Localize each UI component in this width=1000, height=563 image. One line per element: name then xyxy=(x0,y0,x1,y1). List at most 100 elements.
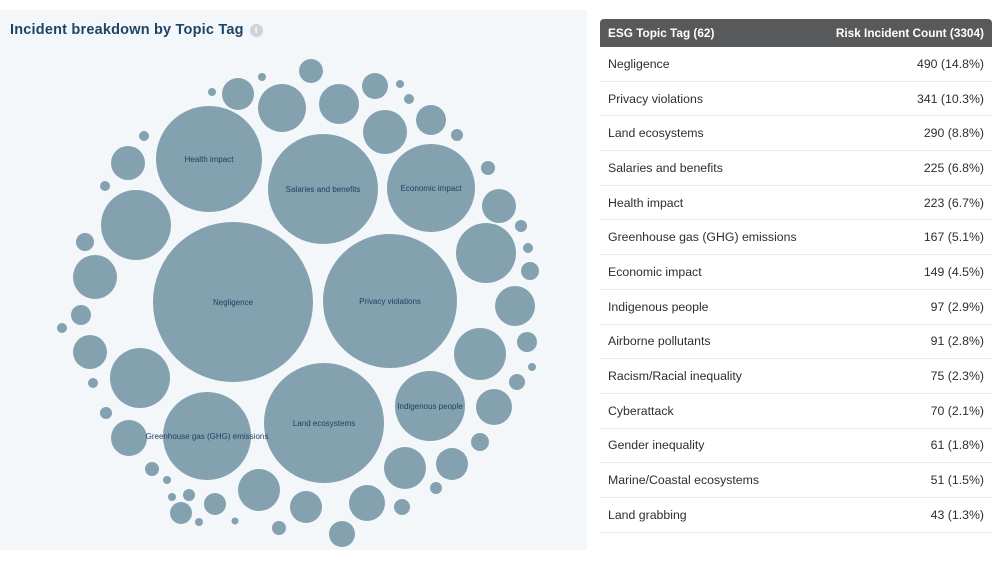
table-row[interactable]: Privacy violations 341 (10.3%) xyxy=(600,81,992,117)
bubble[interactable] xyxy=(170,502,192,524)
bubble[interactable] xyxy=(436,448,468,480)
bubble[interactable] xyxy=(290,491,322,523)
topic-tag-label: Privacy violations xyxy=(608,91,703,106)
bubble[interactable] xyxy=(195,518,203,526)
incident-count-value: 341 (10.3%) xyxy=(917,91,984,106)
bubble[interactable] xyxy=(204,493,226,515)
topic-tag-label: Negligence xyxy=(608,56,670,71)
bubble[interactable] xyxy=(451,129,463,141)
bubble[interactable] xyxy=(319,84,359,124)
topic-tag-label: Racism/Racial inequality xyxy=(608,369,742,384)
bubble[interactable] xyxy=(100,407,112,419)
bubble[interactable] xyxy=(482,189,516,223)
bubble-salaries-and-benefits[interactable] xyxy=(268,134,378,244)
col-header-topic-tag[interactable]: ESG Topic Tag (62) xyxy=(608,26,715,40)
bubble[interactable] xyxy=(73,255,117,299)
bubble[interactable] xyxy=(521,262,539,280)
bubble[interactable] xyxy=(183,489,195,501)
bubble[interactable] xyxy=(101,190,171,260)
incident-count-value: 51 (1.5%) xyxy=(930,473,984,488)
incident-count-value: 225 (6.8%) xyxy=(923,160,984,175)
bubble[interactable] xyxy=(145,462,159,476)
bubble[interactable] xyxy=(523,243,533,253)
bubble[interactable] xyxy=(71,305,91,325)
bubble[interactable] xyxy=(222,78,254,110)
bubble-land-ecosystems[interactable] xyxy=(264,363,384,483)
bubble[interactable] xyxy=(454,328,506,380)
bubble[interactable] xyxy=(404,94,414,104)
bubble[interactable] xyxy=(139,131,149,141)
bubble[interactable] xyxy=(168,493,176,501)
topic-tag-label: Gender inequality xyxy=(608,438,705,453)
bubble[interactable] xyxy=(111,420,147,456)
bubble[interactable] xyxy=(528,363,536,371)
table-row[interactable]: Land ecosystems 290 (8.8%) xyxy=(600,116,992,152)
bubble[interactable] xyxy=(329,521,355,547)
bubble[interactable] xyxy=(208,88,216,96)
bubble[interactable] xyxy=(481,161,495,175)
bubble-economic-impact[interactable] xyxy=(387,144,475,232)
bubble-negligence[interactable] xyxy=(153,222,313,382)
bubble[interactable] xyxy=(73,335,107,369)
bubble[interactable] xyxy=(476,389,512,425)
bubble[interactable] xyxy=(258,73,266,81)
topic-tag-label: Economic impact xyxy=(608,264,702,279)
bubble[interactable] xyxy=(111,146,145,180)
table-row[interactable]: Salaries and benefits 225 (6.8%) xyxy=(600,151,992,186)
bubble[interactable] xyxy=(258,84,306,132)
bubble-greenhouse-gas-ghg-emissions[interactable] xyxy=(163,392,251,480)
bubble[interactable] xyxy=(394,499,410,515)
bubble[interactable] xyxy=(272,521,286,535)
bubble[interactable] xyxy=(363,110,407,154)
bubble-health-impact[interactable] xyxy=(156,106,262,212)
bubble[interactable] xyxy=(456,223,516,283)
panel-header: Incident breakdown by Topic Tag i xyxy=(10,22,263,38)
incident-count-value: 97 (2.9%) xyxy=(930,299,984,314)
incident-count-value: 290 (8.8%) xyxy=(923,126,984,141)
bubble[interactable] xyxy=(57,323,67,333)
bubble[interactable] xyxy=(299,59,323,83)
bubble[interactable] xyxy=(100,181,110,191)
bubble-privacy-violations[interactable] xyxy=(323,234,457,368)
bubble[interactable] xyxy=(88,378,98,388)
bubble[interactable] xyxy=(110,348,170,408)
bubble[interactable] xyxy=(231,517,239,525)
bubble[interactable] xyxy=(471,433,489,451)
bubble[interactable] xyxy=(517,332,537,352)
bubble[interactable] xyxy=(416,105,446,135)
table-header: ESG Topic Tag (62) Risk Incident Count (… xyxy=(600,19,992,47)
bubble[interactable] xyxy=(384,447,426,489)
table-row[interactable]: Land grabbing 43 (1.3%) xyxy=(600,497,992,533)
bubble[interactable] xyxy=(396,80,404,88)
bubble[interactable] xyxy=(430,482,442,494)
bubble-indigenous-people[interactable] xyxy=(395,371,465,441)
bubble[interactable] xyxy=(362,73,388,99)
incident-count-value: 43 (1.3%) xyxy=(930,507,984,522)
bubble[interactable] xyxy=(349,485,385,521)
bubble[interactable] xyxy=(509,374,525,390)
bubble[interactable] xyxy=(515,220,527,232)
bubble[interactable] xyxy=(495,286,535,326)
topic-tag-table: ESG Topic Tag (62) Risk Incident Count (… xyxy=(600,19,992,533)
bubble[interactable] xyxy=(238,469,280,511)
info-icon[interactable]: i xyxy=(249,23,263,37)
col-header-incident-count[interactable]: Risk Incident Count (3304) xyxy=(835,26,984,40)
topic-tag-label: Land ecosystems xyxy=(608,126,704,141)
bubble[interactable] xyxy=(163,476,171,484)
bubble[interactable] xyxy=(76,233,94,251)
topic-tag-label: Land grabbing xyxy=(608,507,687,522)
topic-tag-label: Health impact xyxy=(608,195,684,210)
topic-tag-label: Salaries and benefits xyxy=(608,160,723,175)
incident-count-value: 70 (2.1%) xyxy=(930,403,984,418)
